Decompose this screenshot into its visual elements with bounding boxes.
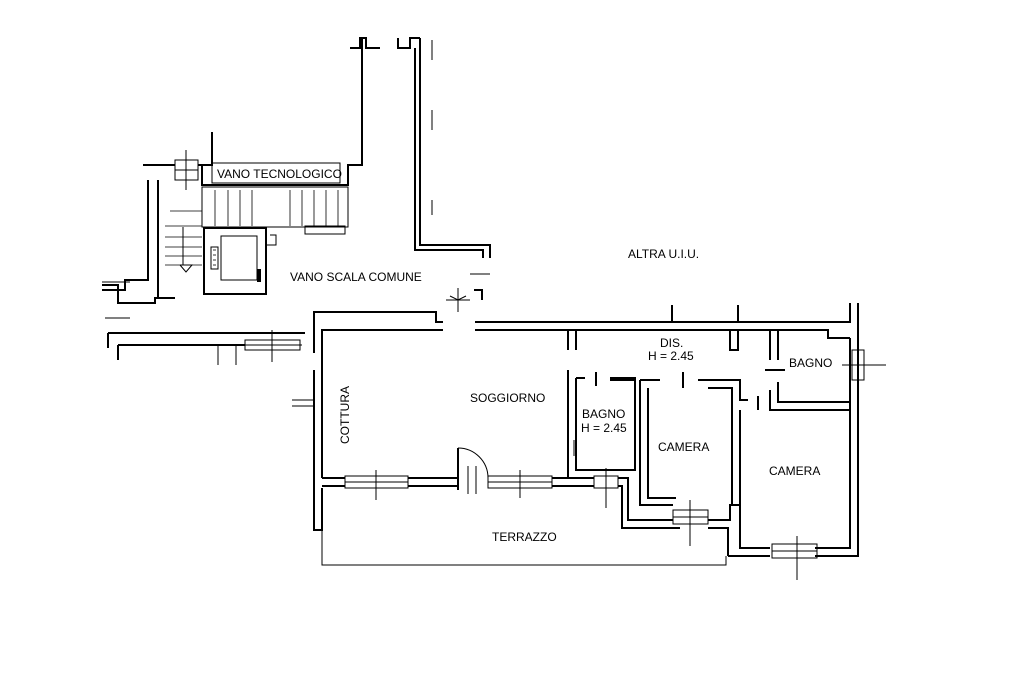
label-altra-uiu: ALTRA U.I.U. bbox=[628, 247, 699, 261]
label-bagno-small: BAGNO bbox=[582, 407, 625, 421]
label-terrazzo: TERRAZZO bbox=[492, 530, 557, 544]
label-cottura: COTTURA bbox=[338, 386, 352, 444]
label-vano-scala-comune: VANO SCALA COMUNE bbox=[290, 270, 422, 284]
label-soggiorno: SOGGIORNO bbox=[470, 391, 545, 405]
label-camera-center: CAMERA bbox=[658, 440, 709, 454]
room-labels: VANO TECNOLOGICO VANO SCALA COMUNE ALTRA… bbox=[211, 162, 832, 544]
balcony-door bbox=[457, 447, 489, 494]
elevator-shaft bbox=[203, 227, 277, 295]
label-camera-right: CAMERA bbox=[769, 464, 820, 478]
terrace-outline bbox=[321, 530, 727, 566]
label-dis: DIS. bbox=[660, 336, 683, 350]
label-vano-tecnologico: VANO TECNOLOGICO bbox=[217, 167, 342, 181]
stairwell-walls bbox=[102, 37, 491, 319]
apartment-walls bbox=[107, 303, 859, 557]
label-bagno-small-height: H = 2.45 bbox=[581, 421, 627, 435]
windows bbox=[344, 349, 886, 580]
landing-entrance bbox=[446, 273, 490, 312]
label-bagno-right: BAGNO bbox=[789, 356, 832, 370]
stair-flight bbox=[165, 186, 349, 273]
label-dis-height: H = 2.45 bbox=[648, 349, 694, 363]
